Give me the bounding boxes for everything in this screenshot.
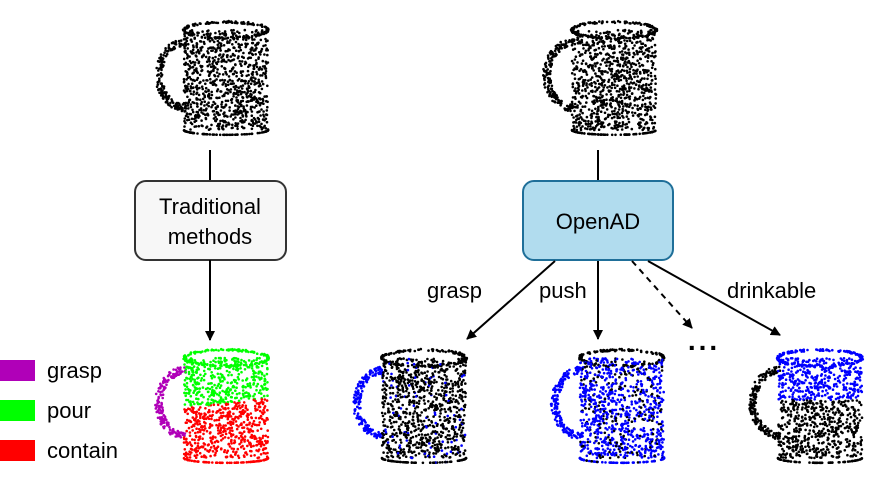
input-mug-pointcloud-right [542, 19, 659, 137]
legend-swatch-grasp [0, 360, 35, 381]
drinkable-edge-label: drinkable [727, 278, 816, 303]
drinkable-result-mug-pointcloud [748, 348, 865, 465]
input-mug-pointcloud-left [155, 19, 270, 137]
legend-label-contain: contain [47, 438, 118, 463]
openad-label: OpenAD [556, 209, 640, 234]
legend-label-grasp: grasp [47, 358, 102, 383]
traditional-result-mug-pointcloud [154, 347, 271, 465]
traditional-methods-label-line2: methods [168, 224, 252, 249]
grasp-arrow [466, 260, 556, 340]
traditional-methods-label-line1: Traditional [159, 194, 261, 219]
grasp-result-mug-pointcloud [352, 347, 469, 465]
drinkable-arrow [647, 260, 781, 336]
legend-swatch-contain [0, 440, 35, 461]
legend-label-pour: pour [47, 398, 91, 423]
legend-swatch-pour [0, 400, 35, 421]
grasp-edge-label: grasp [427, 278, 482, 303]
more-affordances-dashed-arrow [631, 260, 693, 329]
push-result-mug-pointcloud [549, 347, 666, 465]
ellipsis-label: ... [688, 325, 720, 356]
push-edge-label: push [539, 278, 587, 303]
openad-box [522, 180, 674, 261]
